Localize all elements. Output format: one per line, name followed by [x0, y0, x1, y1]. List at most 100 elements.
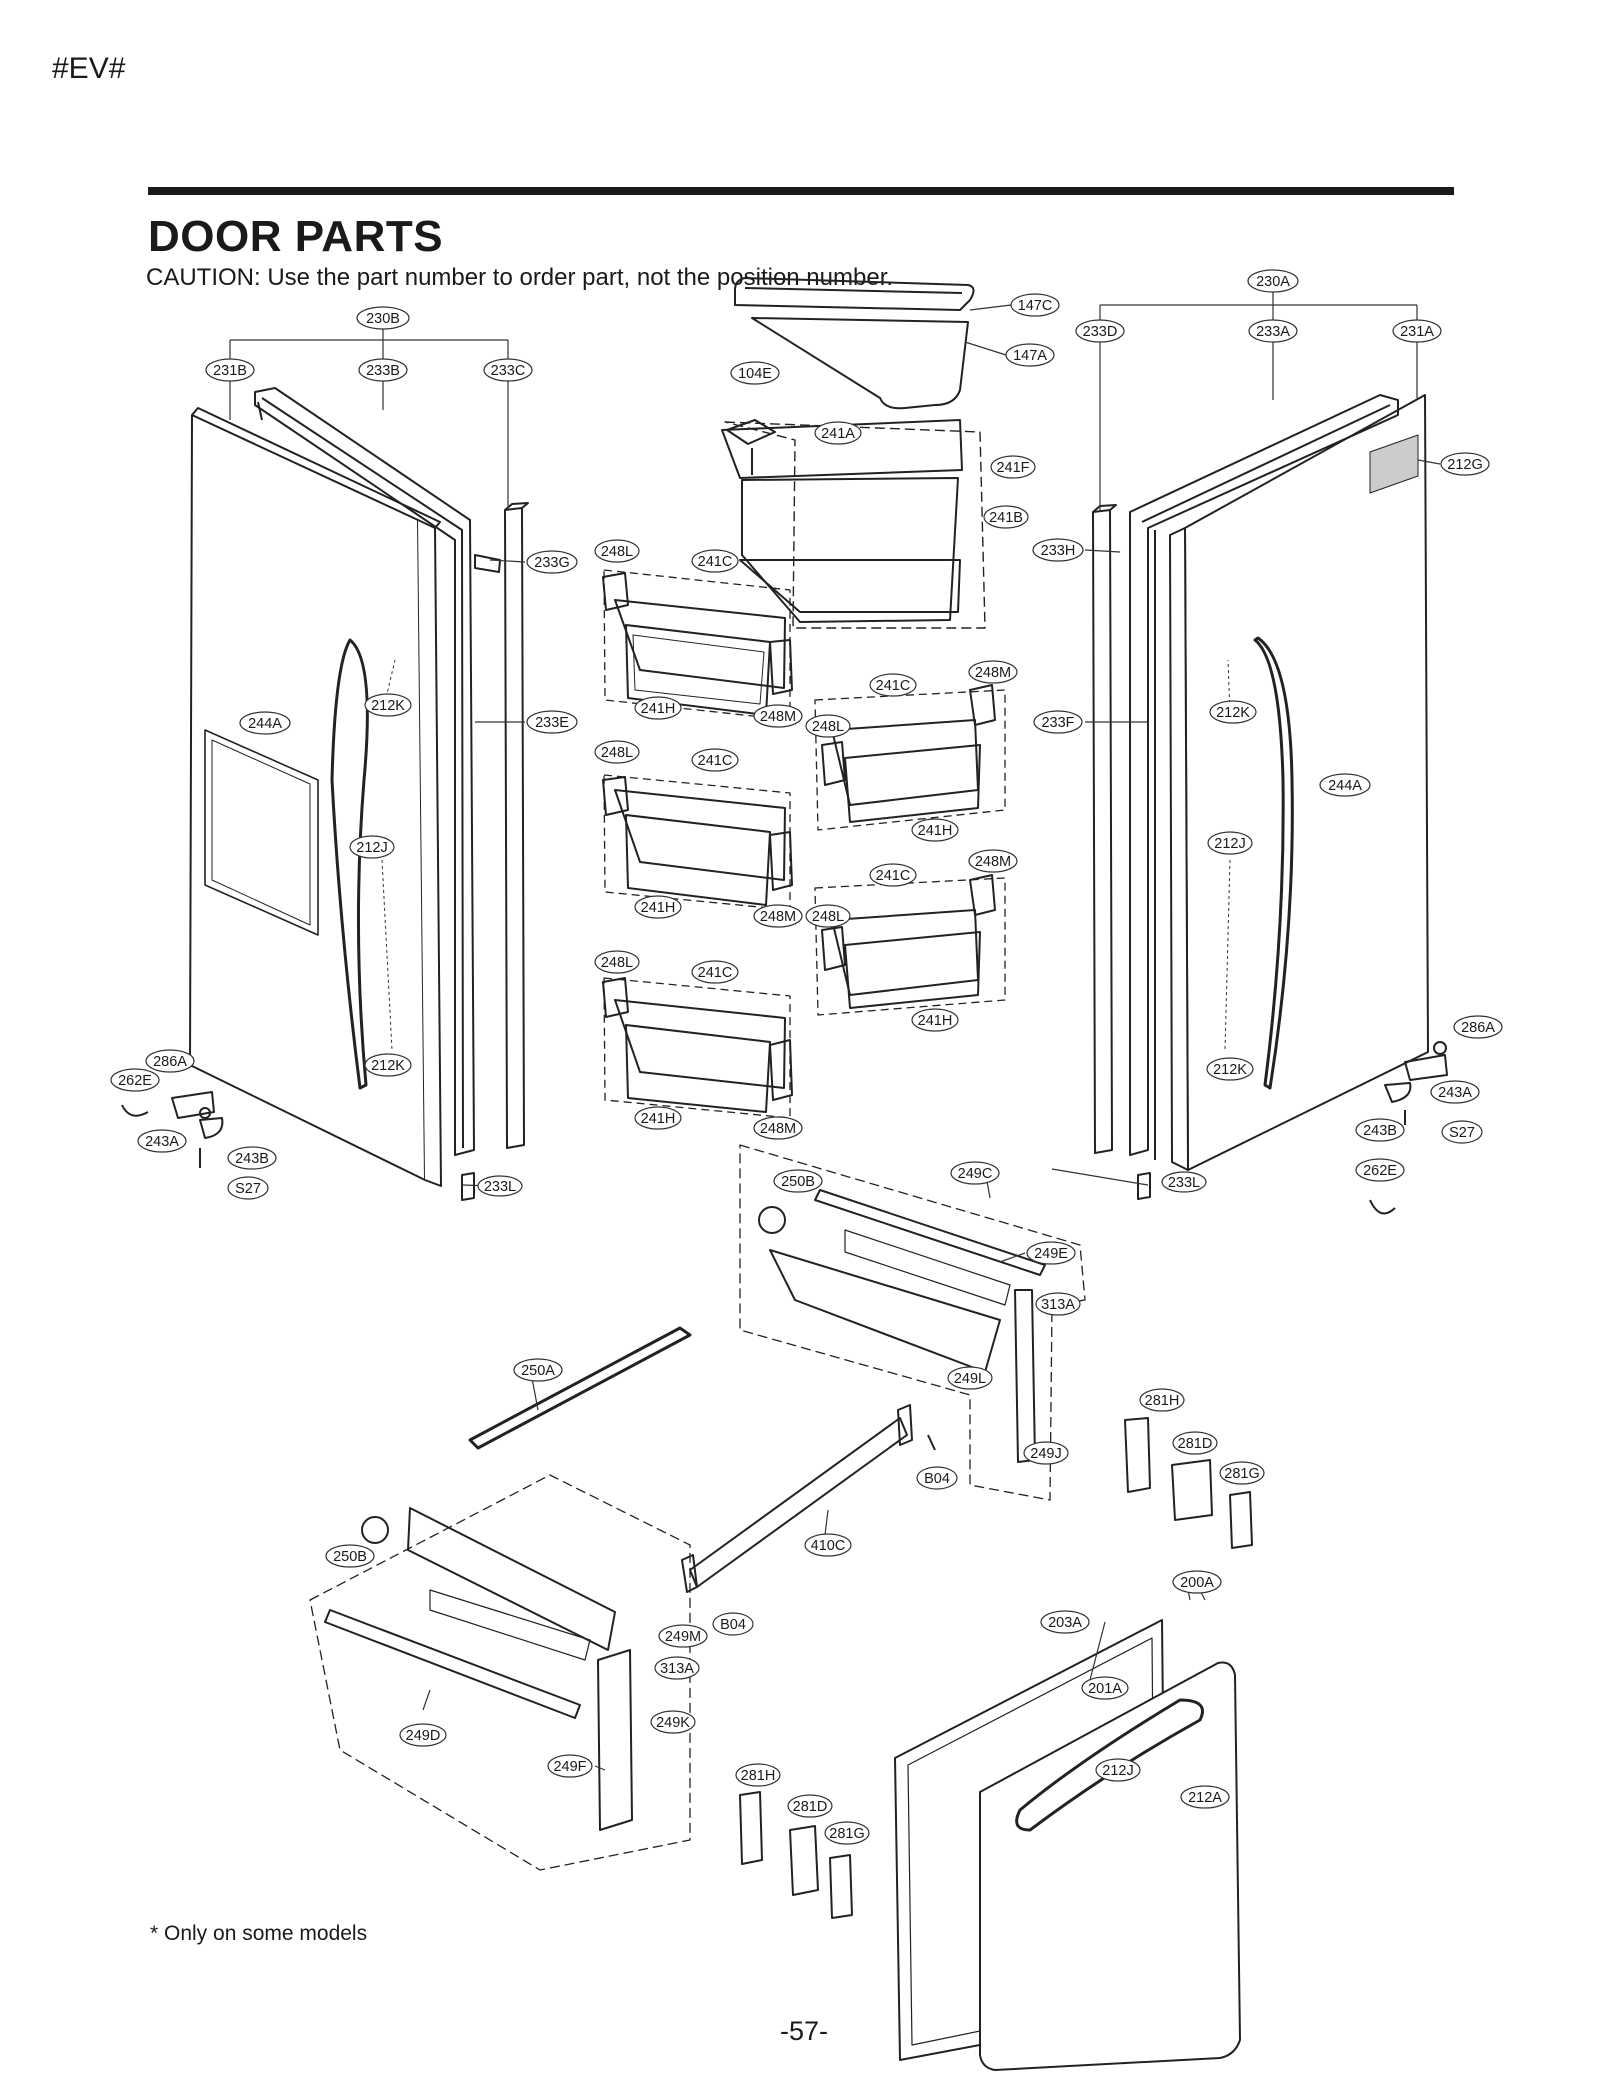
label-230A: 230A — [1247, 269, 1299, 293]
svg-text:250A: 250A — [521, 1363, 555, 1379]
svg-text:249E: 249E — [1034, 1246, 1068, 1262]
label-286A-left: 286A — [145, 1049, 195, 1073]
right-door — [1169, 394, 1429, 1171]
svg-text:313A: 313A — [660, 1661, 694, 1677]
upper-rail-assembly — [739, 1144, 1086, 1501]
label-281H-lower: 281H — [735, 1763, 781, 1787]
label-233A: 233A — [1248, 319, 1298, 343]
label-248L-c: 248L — [594, 950, 640, 974]
svg-text:249K: 249K — [656, 1715, 690, 1731]
label-281H-upper: 281H — [1139, 1388, 1185, 1412]
label-241H-a: 241H — [634, 696, 682, 720]
label-241H-b: 241H — [634, 895, 682, 919]
svg-text:248L: 248L — [601, 544, 633, 560]
label-241C-a: 241C — [691, 549, 739, 573]
label-249M: 249M — [658, 1624, 708, 1648]
label-B04-lower: B04 — [712, 1612, 754, 1636]
svg-text:249M: 249M — [665, 1629, 701, 1645]
callout-labels: 230B 231B 233B 233C 233G 233E 233L 244A … — [110, 269, 1503, 1845]
freezer-drawer — [894, 1619, 1241, 2071]
svg-text:S27: S27 — [1449, 1125, 1475, 1141]
label-212K-right-bottom: 212K — [1206, 1057, 1254, 1081]
label-241H-e: 241H — [911, 1008, 959, 1032]
label-313A-upper: 313A — [1035, 1292, 1081, 1316]
label-200A: 200A — [1172, 1570, 1222, 1594]
label-250B-upper: 250B — [773, 1169, 823, 1193]
svg-text:233L: 233L — [484, 1179, 516, 1195]
svg-text:212K: 212K — [1216, 705, 1250, 721]
label-244A-right: 244A — [1319, 773, 1371, 797]
label-262E-right: 262E — [1355, 1158, 1405, 1182]
label-244A-left: 244A — [239, 711, 291, 735]
svg-text:212A: 212A — [1188, 1790, 1222, 1806]
label-212J-drawer: 212J — [1095, 1758, 1141, 1782]
svg-text:249F: 249F — [553, 1759, 586, 1775]
label-243A-right: 243A — [1430, 1080, 1480, 1104]
svg-text:248L: 248L — [812, 719, 844, 735]
svg-text:233D: 233D — [1083, 324, 1118, 340]
svg-text:248M: 248M — [975, 854, 1011, 870]
svg-text:212J: 212J — [1214, 836, 1245, 852]
page-number: -57- — [780, 2016, 829, 2046]
label-248L-d: 248L — [805, 714, 851, 738]
shelf-bins — [602, 277, 1006, 1119]
right-breaker-bar — [1092, 504, 1117, 1154]
svg-text:233H: 233H — [1041, 543, 1076, 559]
drawer-brackets — [739, 1417, 1253, 1919]
bin-row-e — [814, 874, 1006, 1016]
label-147C: 147C — [1010, 293, 1060, 317]
label-233L-right: 233L — [1161, 1171, 1207, 1193]
label-248M-e: 248M — [968, 849, 1018, 873]
svg-text:200A: 200A — [1180, 1575, 1214, 1591]
label-281D-upper: 281D — [1172, 1431, 1218, 1455]
caution-note: CAUTION: Use the part number to order pa… — [146, 264, 894, 291]
svg-text:248L: 248L — [812, 909, 844, 925]
svg-text:281D: 281D — [1178, 1436, 1213, 1452]
svg-text:244A: 244A — [248, 716, 282, 732]
svg-text:230B: 230B — [366, 311, 400, 327]
label-212A: 212A — [1180, 1785, 1230, 1809]
svg-text:241H: 241H — [641, 701, 676, 717]
svg-text:212G: 212G — [1447, 457, 1482, 473]
svg-text:248L: 248L — [601, 955, 633, 971]
bin-row-c — [602, 977, 793, 1119]
slide-rail — [681, 1404, 936, 1593]
svg-text:262E: 262E — [1363, 1163, 1397, 1179]
svg-text:250B: 250B — [333, 1549, 367, 1565]
label-230B: 230B — [356, 306, 410, 330]
bin-row-d — [814, 684, 1006, 831]
label-212K-right-top: 212K — [1209, 700, 1257, 724]
footnote: * Only on some models — [150, 1922, 368, 1945]
svg-text:248M: 248M — [760, 709, 796, 725]
label-250B-lower: 250B — [325, 1544, 375, 1568]
svg-text:241C: 241C — [698, 753, 733, 769]
left-door — [189, 407, 442, 1187]
svg-text:281D: 281D — [793, 1799, 828, 1815]
svg-text:212K: 212K — [371, 698, 405, 714]
right-gasket-frame — [1129, 394, 1399, 1160]
svg-text:243B: 243B — [235, 1151, 269, 1167]
svg-text:281G: 281G — [1224, 1466, 1259, 1482]
label-233F: 233F — [1033, 710, 1083, 734]
label-104E: 104E — [730, 361, 780, 385]
drawer-gasket-strip — [468, 1326, 692, 1450]
svg-text:233G: 233G — [534, 555, 569, 571]
svg-text:241C: 241C — [876, 678, 911, 694]
svg-text:241A: 241A — [821, 426, 855, 442]
left-breaker-bar — [474, 502, 529, 1149]
svg-text:248M: 248M — [760, 1121, 796, 1137]
svg-text:B04: B04 — [720, 1617, 746, 1633]
svg-text:B04: B04 — [924, 1471, 950, 1487]
svg-text:201A: 201A — [1088, 1681, 1122, 1697]
label-249K: 249K — [650, 1710, 696, 1734]
label-241C-c: 241C — [691, 960, 739, 984]
label-212K-left-bottom: 212K — [364, 1053, 412, 1077]
svg-text:250B: 250B — [781, 1174, 815, 1190]
svg-text:241H: 241H — [918, 823, 953, 839]
svg-text:212J: 212J — [1102, 1763, 1133, 1779]
svg-text:241B: 241B — [989, 510, 1023, 526]
label-233L-left: 233L — [477, 1175, 523, 1197]
bin-row-b — [602, 774, 793, 911]
label-241H-c: 241H — [634, 1106, 682, 1130]
label-410C: 410C — [804, 1533, 852, 1557]
